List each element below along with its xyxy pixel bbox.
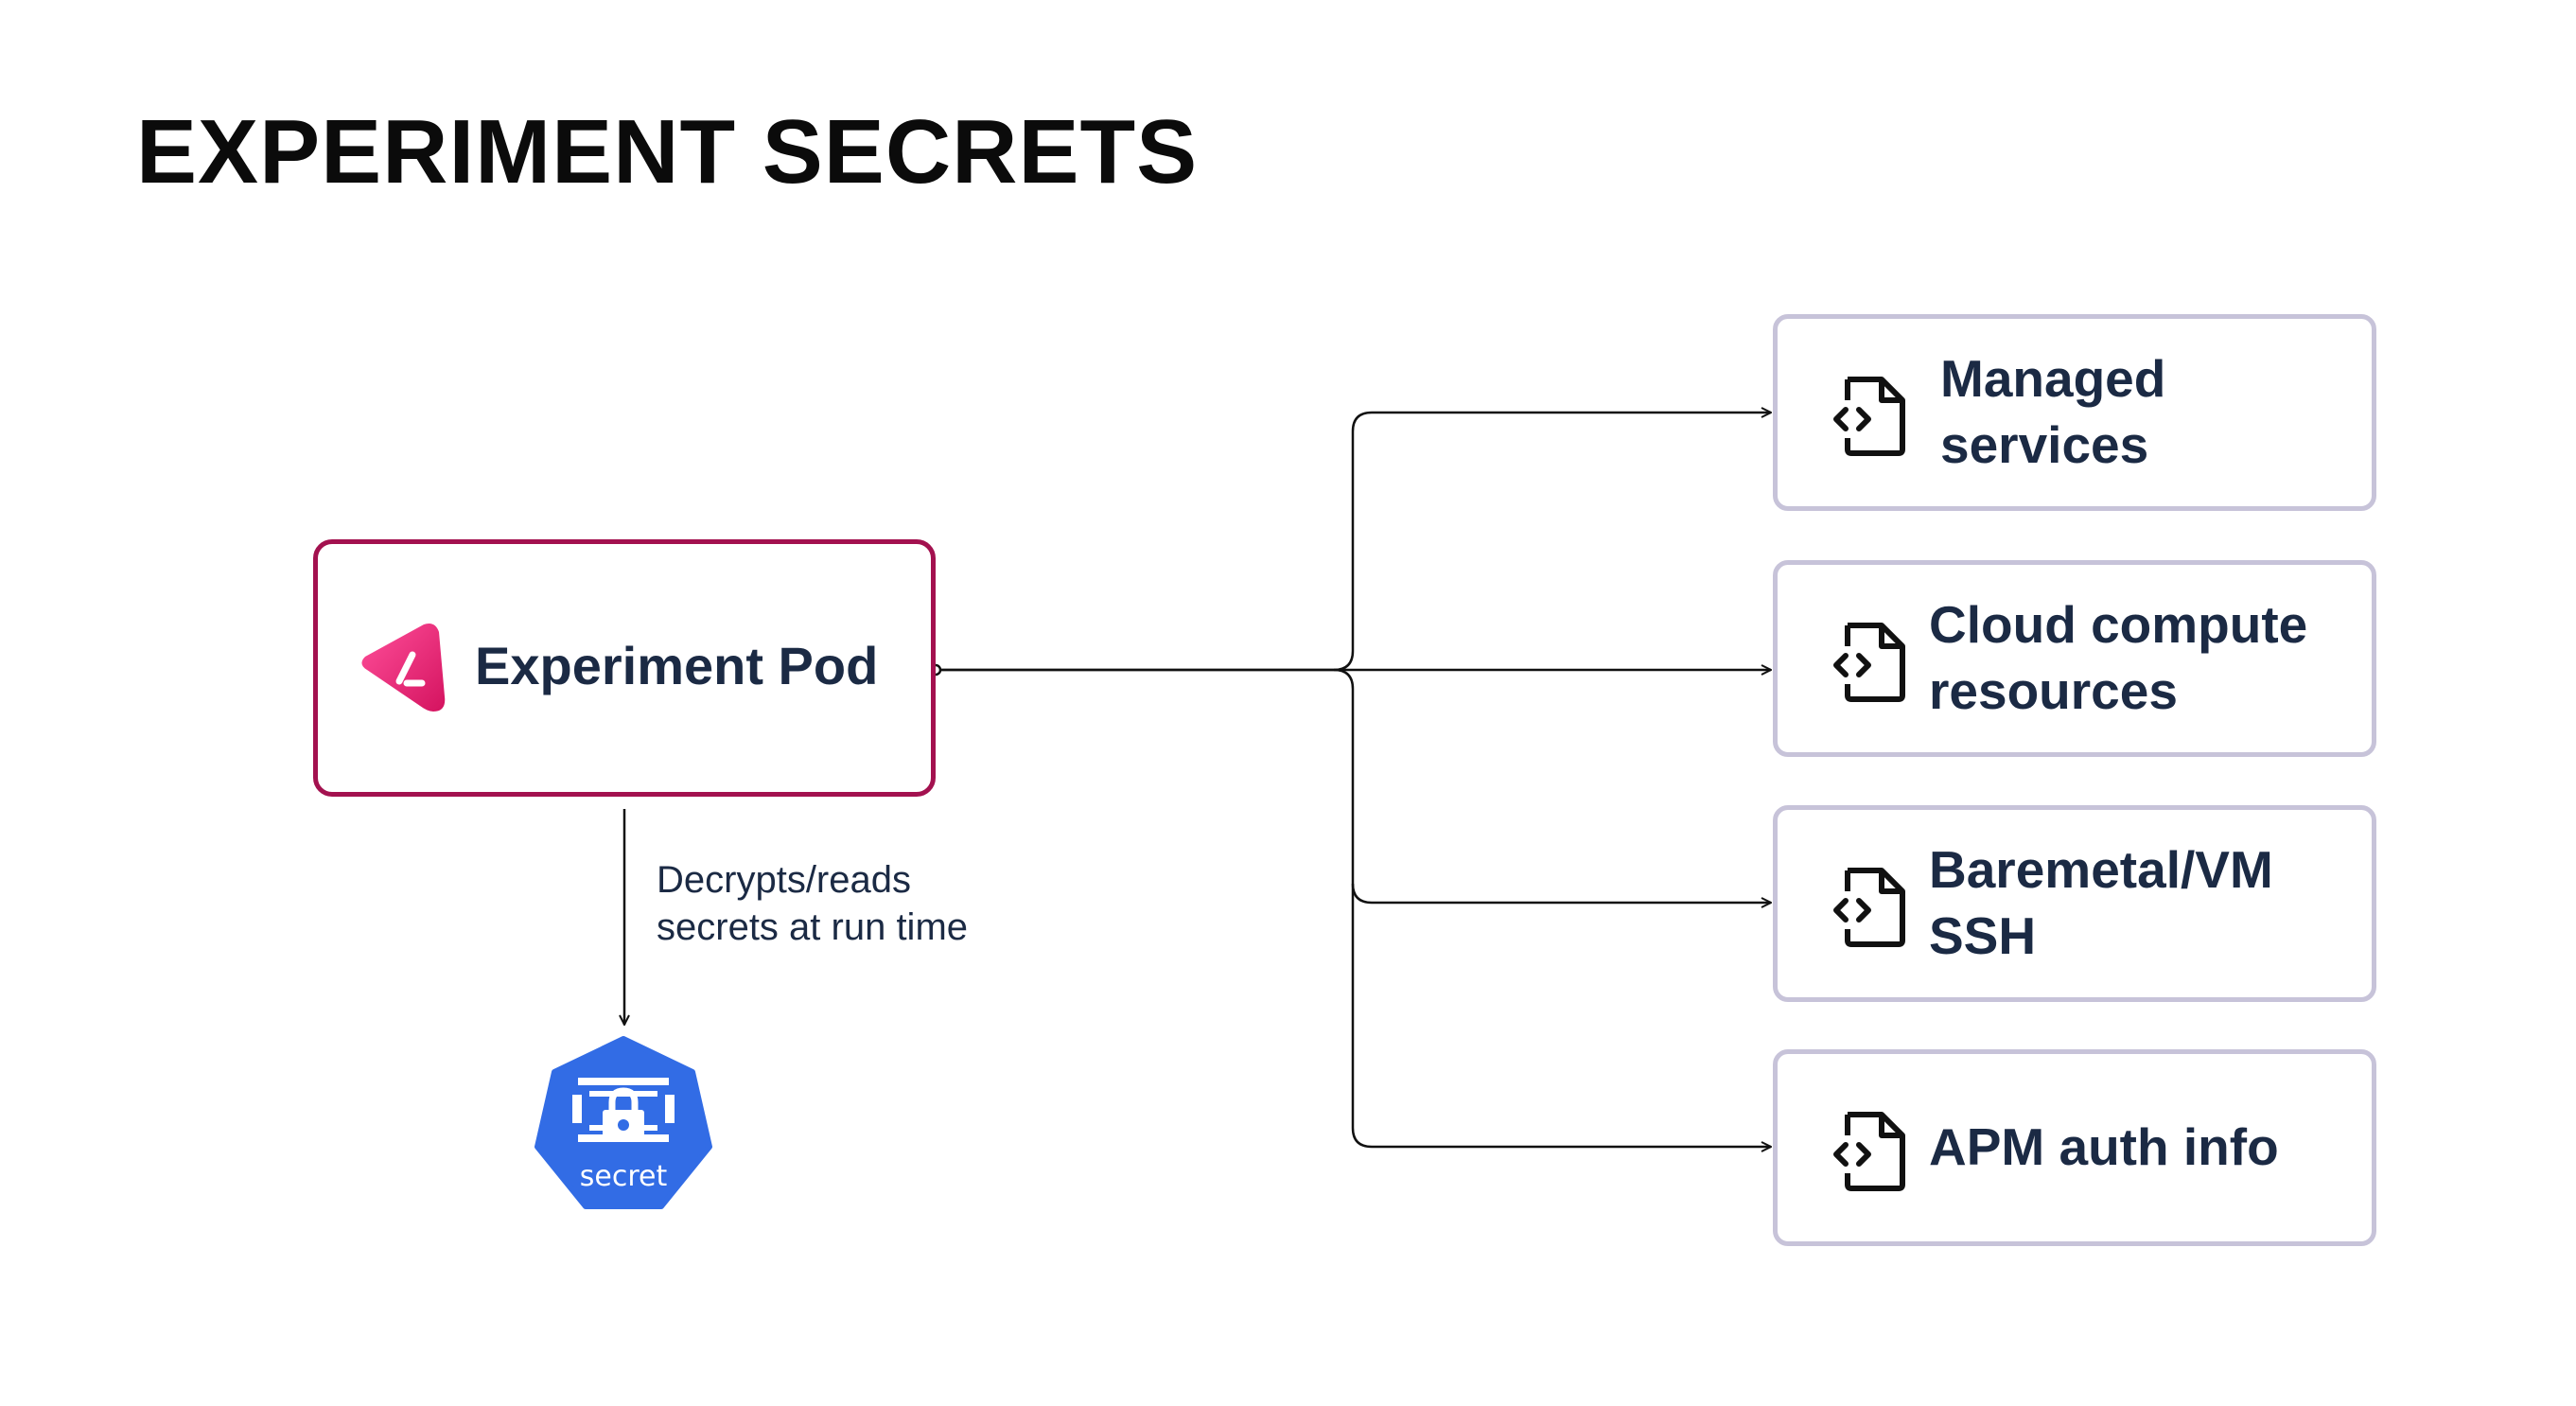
- page-title: EXPERIMENT SECRETS: [136, 101, 1199, 202]
- code-file-icon: [1833, 1112, 1905, 1191]
- experiment-pod-label: Experiment Pod: [475, 636, 879, 695]
- secret-label: secret: [580, 1160, 668, 1193]
- edge-pod-to-managed: [936, 413, 1771, 672]
- target-node-apm-auth[interactable]: APM auth info: [1773, 1049, 2376, 1246]
- target-label: Managed services: [1940, 349, 2166, 474]
- code-file-icon: [1833, 377, 1905, 456]
- kubernetes-secret-icon[interactable]: secret: [533, 1036, 714, 1214]
- edge-pod-to-baremetal: [1333, 668, 1771, 903]
- target-node-managed-services[interactable]: Managed services: [1773, 314, 2376, 511]
- target-node-baremetal-ssh[interactable]: Baremetal/VM SSH: [1773, 805, 2376, 1002]
- target-label: Baremetal/VM SSH: [1929, 840, 2273, 965]
- code-file-icon: [1833, 868, 1905, 947]
- target-label: Cloud compute resources: [1929, 595, 2308, 720]
- edge-pod-to-apm: [1351, 884, 1771, 1147]
- code-file-icon: [1833, 623, 1905, 702]
- edge-label-decrypts: Decrypts/reads secrets at run time: [657, 859, 969, 948]
- target-node-cloud-compute[interactable]: Cloud compute resources: [1773, 560, 2376, 757]
- triangle-logo-icon: [361, 624, 446, 712]
- target-label: APM auth info: [1929, 1117, 2279, 1177]
